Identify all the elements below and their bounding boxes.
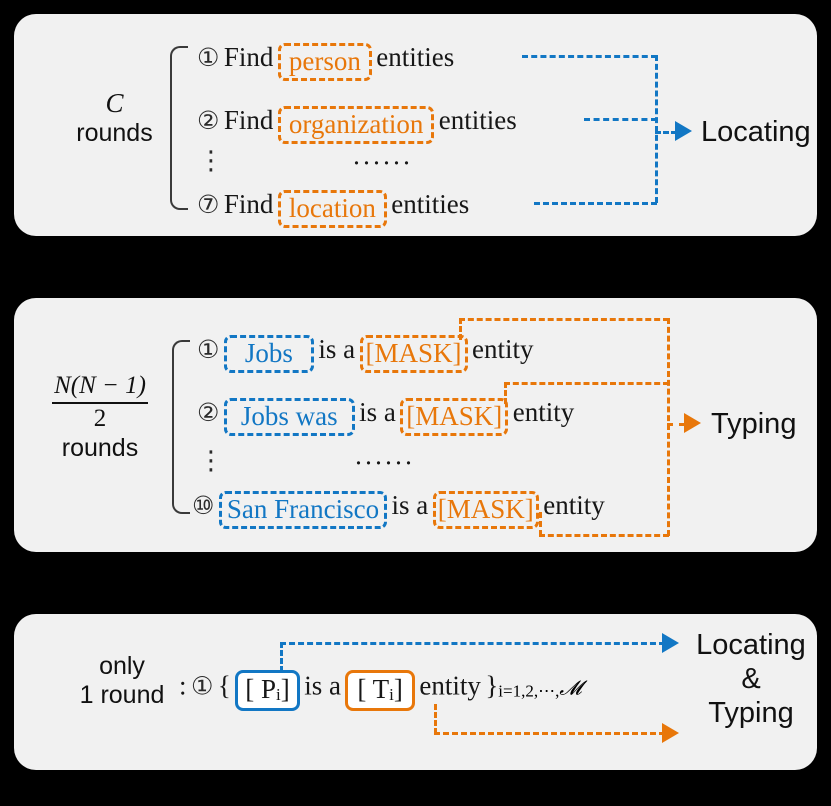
both-row-mid: is a: [304, 670, 341, 701]
both-blue-riser: [280, 642, 283, 672]
panel-typing: N(N − 1) 2 rounds ① Jobs is a [MASK] ent…: [14, 298, 817, 552]
both-row: : ① { [ Pi] is a [ Ti] entity }i=1,2,⋯,𝓜: [179, 670, 582, 711]
typing-connector-spine: [667, 318, 670, 536]
both-row-tail: entity: [419, 670, 481, 701]
both-output-line3: Typing: [708, 697, 794, 730]
locating-row-tail: entities: [376, 42, 455, 72]
locating-row-tail: entities: [391, 189, 470, 219]
typing-ellipsis: ······: [354, 448, 414, 478]
locating-row: ② Find organization entities: [197, 105, 517, 144]
entity-type-box-person[interactable]: person: [277, 42, 372, 81]
entity-type-box-organization[interactable]: organization: [277, 105, 435, 144]
typing-connector-stub: [667, 423, 685, 426]
locating-vertical-dots: ⋮: [198, 146, 224, 176]
mask-box[interactable]: [MASK]: [359, 334, 468, 373]
typing-connector-row1-drop: [459, 318, 462, 340]
locating-connector-row2: [584, 118, 657, 121]
span-placeholder-token: [ P: [245, 674, 277, 704]
span-box-jobs[interactable]: Jobs: [223, 334, 314, 373]
both-row-index: ①: [190, 671, 214, 701]
typing-row-index: ⑩: [192, 491, 215, 520]
typing-rounds-fraction: N(N − 1) 2: [52, 372, 148, 434]
span-box-san-francisco[interactable]: San Francisco: [218, 490, 388, 529]
both-orange-connector: [434, 732, 665, 735]
span-placeholder-close: ]: [280, 674, 290, 704]
typing-output-label: Typing: [711, 408, 797, 440]
locating-output-label: Locating: [701, 116, 811, 148]
locating-row-verb: Find: [223, 189, 274, 219]
both-typing-arrow-icon: [662, 723, 679, 743]
locating-row: ⑦ Find location entities: [197, 189, 469, 228]
locating-connector-stub: [655, 131, 677, 134]
both-orange-dropper: [434, 704, 437, 734]
locating-row-index: ②: [197, 106, 220, 135]
typing-row-mid: is a: [391, 490, 429, 520]
panel-locating: C rounds ① Find person entities ② Find o…: [14, 14, 817, 236]
span-placeholder-subscript: i: [276, 685, 281, 704]
typing-row: ① Jobs is a [MASK] entity: [197, 334, 534, 373]
both-output-line1: Locating: [696, 629, 806, 661]
locating-group-bracket: [170, 46, 188, 210]
close-brace: }: [485, 670, 499, 701]
both-locating-arrow-icon: [662, 633, 679, 653]
span-placeholder-box[interactable]: [ Pi]: [235, 670, 300, 711]
type-placeholder-token: [ T: [357, 674, 390, 704]
single-round-label: only 1 round: [52, 652, 192, 710]
locating-row-tail: entities: [438, 105, 517, 135]
open-brace: {: [217, 670, 231, 701]
typing-connector-row4-bottom: [539, 534, 669, 537]
typing-rounds-numerator: N(N − 1): [52, 372, 148, 404]
locating-connector-row4: [534, 202, 657, 205]
both-output-label: Locating & Typing: [692, 628, 810, 731]
typing-group-bracket: [172, 340, 190, 514]
locating-row-index: ⑦: [197, 190, 220, 219]
both-output-line2: &: [741, 663, 761, 696]
typing-row: ⑩ San Francisco is a [MASK] entity: [192, 490, 605, 529]
index-range-symbol: 𝓜: [559, 677, 582, 700]
typing-row-index: ②: [197, 398, 220, 427]
typing-connector-row1-top: [459, 318, 669, 321]
panel-locating-and-typing: only 1 round : ① { [ Pi] is a [ Ti] enti…: [14, 614, 817, 770]
type-placeholder-subscript: i: [389, 685, 394, 704]
typing-row-mid: is a: [359, 397, 396, 427]
locating-arrow-icon: [675, 121, 692, 141]
locating-row-index: ①: [197, 43, 220, 72]
typing-connector-row2-top: [504, 382, 669, 385]
typing-connector-row2-drop: [504, 382, 507, 404]
colon-separator: :: [179, 670, 187, 701]
typing-rounds-denominator: 2: [93, 404, 107, 432]
typing-rounds-label: N(N − 1) 2 rounds: [30, 372, 170, 462]
mask-box[interactable]: [MASK]: [432, 490, 539, 529]
index-range-subscript: i=1,2,⋯,: [498, 681, 560, 701]
locating-row: ① Find person entities: [197, 42, 454, 81]
type-placeholder-box[interactable]: [ Ti]: [345, 670, 415, 711]
locating-connector-spine: [655, 55, 658, 203]
typing-rounds-word: rounds: [61, 433, 139, 462]
locating-connector-row1: [522, 55, 657, 58]
locating-row-verb: Find: [223, 42, 274, 72]
typing-row-tail: entity: [512, 397, 575, 427]
typing-arrow-icon: [684, 413, 701, 433]
single-round-line2: 1 round: [79, 680, 165, 709]
type-placeholder-close: ]: [393, 674, 403, 704]
locating-row-verb: Find: [223, 105, 274, 135]
locating-rounds-label: C rounds: [62, 88, 167, 148]
locating-rounds-word: rounds: [76, 119, 153, 148]
typing-row-index: ①: [197, 335, 220, 364]
single-round-line1: only: [99, 652, 145, 680]
span-box-jobs-was[interactable]: Jobs was: [223, 397, 355, 436]
typing-connector-row4-rise: [539, 512, 542, 536]
typing-row: ② Jobs was is a [MASK] entity: [197, 397, 574, 436]
both-blue-connector: [280, 642, 665, 645]
entity-type-box-location[interactable]: location: [277, 189, 387, 228]
mask-box[interactable]: [MASK]: [400, 397, 509, 436]
typing-row-mid: is a: [318, 334, 356, 364]
typing-row-tail: entity: [472, 334, 534, 364]
typing-vertical-dots: ⋮: [198, 446, 224, 476]
locating-rounds-symbol: C: [105, 88, 124, 118]
typing-row-tail: entity: [543, 490, 605, 520]
locating-ellipsis: ······: [352, 148, 412, 178]
